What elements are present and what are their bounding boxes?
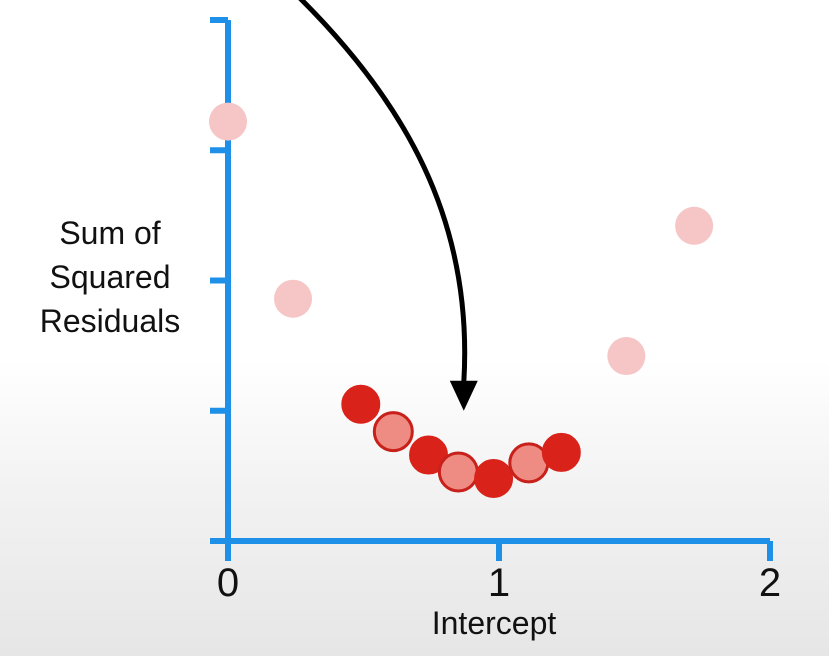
- pointer-arrow-head: [449, 380, 478, 411]
- x-tick-label-0: 0: [217, 561, 239, 605]
- highlight-point-2: [372, 411, 414, 453]
- faded-point-4: [675, 206, 714, 245]
- y-axis-label-line-3: Residuals: [40, 303, 181, 339]
- faded-point-1: [209, 102, 247, 141]
- x-axis-label: Intercept: [432, 605, 557, 641]
- faded-point-3: [607, 337, 646, 376]
- pointer-arrow-curve: [298, 0, 468, 386]
- x-tick-label-1: 1: [488, 561, 510, 605]
- x-tick-label-2: 2: [759, 561, 781, 605]
- highlight-point-1: [341, 384, 381, 424]
- y-axis-label-line-1: Sum of: [59, 215, 160, 251]
- highlight-point-7: [541, 432, 581, 472]
- highlight-point-5: [474, 458, 514, 498]
- highlight-point-4: [437, 451, 479, 493]
- y-axis-label-line-2: Squared: [50, 259, 171, 295]
- faded-point-2: [274, 279, 313, 318]
